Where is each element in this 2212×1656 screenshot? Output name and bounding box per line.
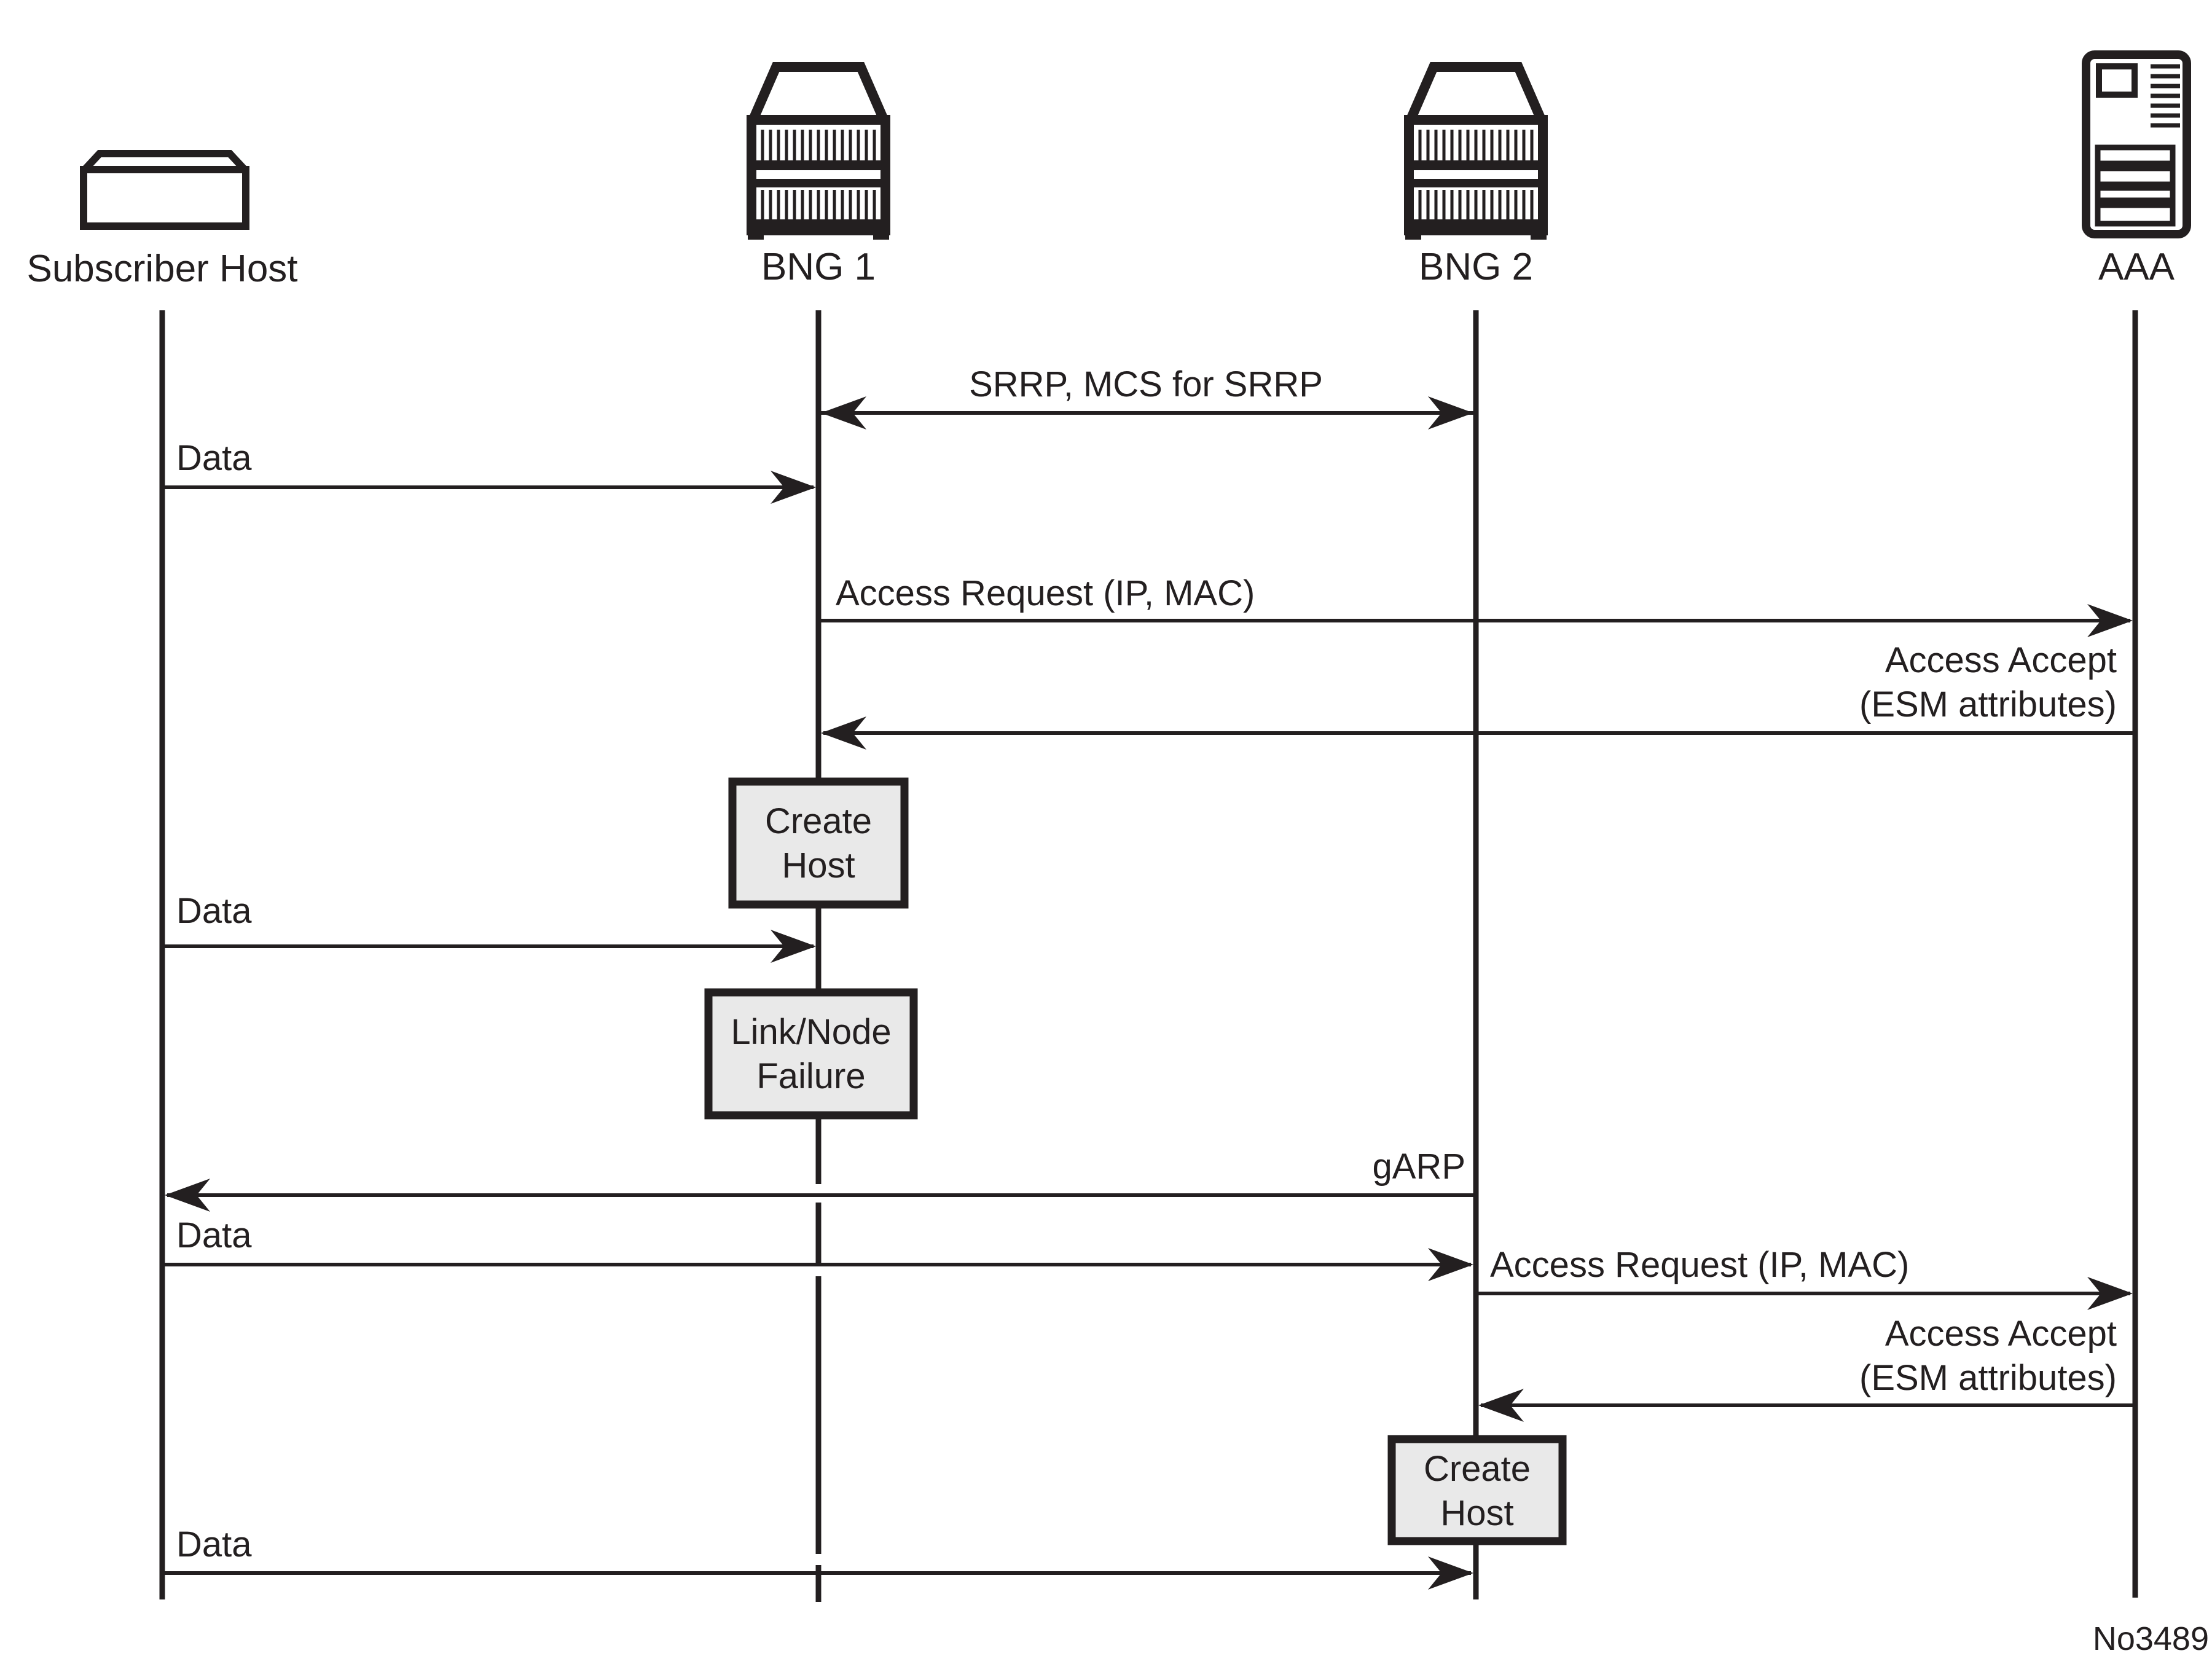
create-host-bng2-line2: Host — [1440, 1493, 1513, 1533]
access-request-2-arrowhead — [2087, 1277, 2133, 1310]
link-node-failure-line2: Failure — [756, 1056, 865, 1096]
data-1-label: Data — [176, 438, 252, 478]
create-host-bng2-line1: Create — [1424, 1449, 1531, 1489]
message-data-2: Data — [165, 891, 816, 963]
access-accept-1-label-line1: Access Accept — [1885, 640, 2117, 680]
access-accept-2-label-line1: Access Accept — [1885, 1314, 2117, 1354]
create-host-bng1-box — [728, 777, 909, 909]
garp-arrowhead — [165, 1179, 210, 1212]
aaa-server-icon — [2086, 55, 2187, 234]
srrp-label: SRRP, MCS for SRRP — [969, 364, 1323, 404]
create-host-bng1-line1: Create — [765, 801, 872, 841]
garp-label: gARP — [1372, 1147, 1465, 1187]
access-request-1-arrowhead — [2087, 604, 2133, 637]
message-garp: gARP — [165, 1147, 1473, 1212]
access-accept-1-arrowhead — [821, 716, 866, 750]
bng-1-router-icon — [748, 67, 889, 240]
activity-box-create-host-bng1: Create Host — [728, 777, 909, 909]
message-data-4: Data — [165, 1525, 1473, 1590]
actor-label-aaa: AAA — [2098, 246, 2175, 288]
bng-2-router-icon — [1405, 67, 1547, 240]
access-request-2-label: Access Request (IP, MAC) — [1490, 1245, 1909, 1285]
access-accept-1-label-line2: (ESM attributes) — [1859, 685, 2117, 724]
data-3-arrowhead — [1428, 1248, 1473, 1281]
data-4-arrowhead — [1428, 1556, 1473, 1590]
srrp-arrowhead-left — [821, 396, 866, 430]
data-2-label: Data — [176, 891, 252, 931]
activity-box-create-host-bng2: Create Host — [1387, 1435, 1567, 1545]
message-data-3: Data — [165, 1215, 1473, 1281]
link-node-failure-line1: Link/Node — [731, 1012, 891, 1052]
data-3-label: Data — [176, 1215, 252, 1255]
message-access-request-2: Access Request (IP, MAC) — [1478, 1245, 2133, 1310]
access-accept-2-arrowhead — [1478, 1389, 1524, 1422]
message-access-accept-2: Access Accept (ESM attributes) — [1478, 1314, 2133, 1422]
message-access-accept-1: Access Accept (ESM attributes) — [821, 640, 2133, 750]
message-srrp-mcs: SRRP, MCS for SRRP — [821, 364, 1473, 430]
access-request-1-label: Access Request (IP, MAC) — [836, 573, 1255, 613]
create-host-bng2-box — [1387, 1435, 1567, 1545]
data-2-arrowhead — [771, 930, 816, 963]
activity-box-link-node-failure: Link/Node Failure — [704, 988, 918, 1120]
data-1-arrowhead — [771, 471, 816, 504]
message-data-1: Data — [165, 438, 816, 504]
actor-label-bng-1: BNG 1 — [761, 246, 876, 288]
create-host-bng1-line2: Host — [782, 846, 855, 885]
link-node-failure-box — [704, 988, 918, 1120]
message-access-request-1: Access Request (IP, MAC) — [821, 573, 2133, 637]
access-accept-2-label-line2: (ESM attributes) — [1859, 1358, 2117, 1398]
data-4-label: Data — [176, 1525, 252, 1564]
actor-label-subscriber-host: Subscriber Host — [26, 248, 297, 290]
subscriber-host-icon — [84, 154, 246, 226]
figure-number: No3489 — [2093, 1620, 2209, 1656]
actor-label-bng-2: BNG 2 — [1419, 246, 1533, 288]
srrp-arrowhead-right — [1428, 396, 1473, 430]
